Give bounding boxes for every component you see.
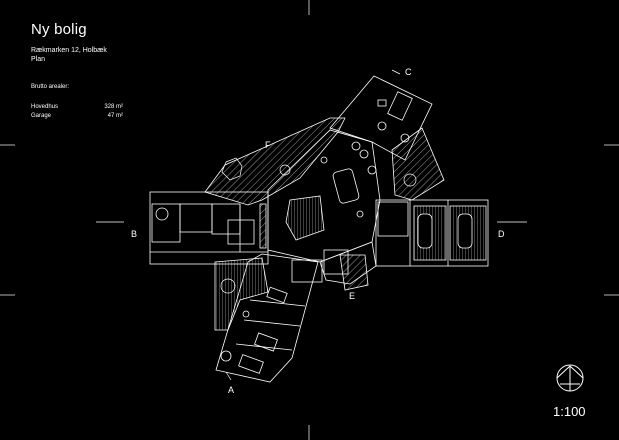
area-label: Garage xyxy=(31,113,52,119)
wing-center xyxy=(267,129,381,283)
section-marker-e: E xyxy=(349,291,356,301)
section-marker-f: F xyxy=(265,140,271,150)
entrance xyxy=(319,241,377,285)
section-marker-d: D xyxy=(498,229,505,239)
drawing-scale: 1:100 xyxy=(553,404,586,419)
garden-details xyxy=(220,157,417,294)
section-lines xyxy=(96,69,527,381)
section-marker-a: A xyxy=(228,385,235,395)
areas-title: Brutto arealer: xyxy=(31,84,70,90)
drawing-title: Ny bolig xyxy=(31,21,87,38)
section-marker-c: C xyxy=(405,67,412,77)
terraces xyxy=(204,117,445,331)
address: Rækmarken 12, Holbæk xyxy=(31,47,107,54)
area-value: 47 m² xyxy=(107,113,123,119)
area-label: Hovedhus xyxy=(31,104,59,110)
drawing-type: Plan xyxy=(31,56,46,63)
area-row-garage: Garage 47 m² xyxy=(31,113,123,119)
area-row-main-house: Hovedhus 328 m² xyxy=(31,104,123,110)
wing-d xyxy=(375,199,489,267)
wing-c xyxy=(329,75,433,161)
section-marker-b: B xyxy=(131,229,138,239)
wing-a xyxy=(215,253,319,383)
north-arrow-icon xyxy=(556,364,584,392)
area-value: 328 m² xyxy=(104,104,123,110)
wing-b xyxy=(149,191,269,265)
